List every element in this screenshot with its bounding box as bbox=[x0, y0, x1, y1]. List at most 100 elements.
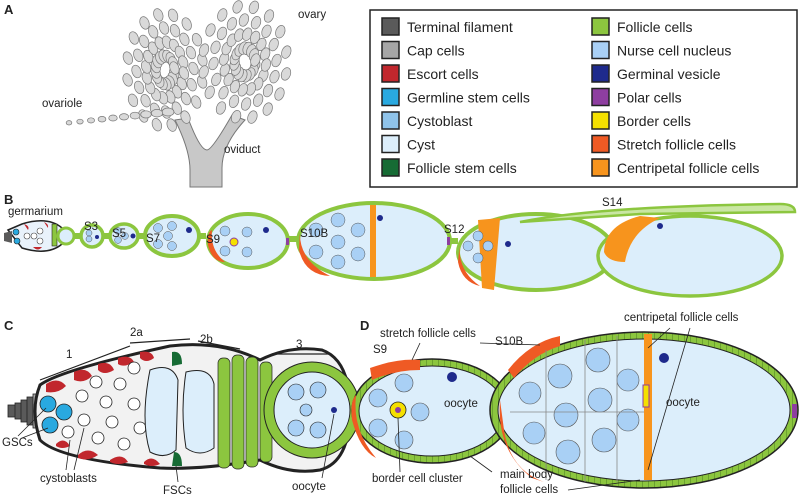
ovariole-segment bbox=[250, 16, 262, 30]
ovariole-segment bbox=[230, 110, 242, 124]
region-label: 2a bbox=[130, 327, 143, 339]
ovariole-segment bbox=[248, 0, 260, 14]
legend-swatch bbox=[591, 158, 610, 177]
cystoblasts-group bbox=[61, 361, 147, 451]
legend-label: Nurse cell nucleus bbox=[617, 43, 731, 59]
ovariole-segment bbox=[176, 76, 187, 91]
ovariole-segment bbox=[181, 17, 192, 31]
ovariole-segment bbox=[119, 113, 129, 121]
ovariole-segment bbox=[191, 95, 202, 109]
ovariole-segment bbox=[87, 117, 95, 124]
ovariole-segment bbox=[167, 8, 179, 22]
ovariole-segment bbox=[133, 80, 145, 95]
ovariole-segment bbox=[228, 94, 240, 108]
s9-detail-label: S9 bbox=[373, 344, 387, 356]
ovariole-segment bbox=[238, 13, 250, 27]
legend-label: Terminal filament bbox=[407, 19, 513, 35]
panel-d-letter: D bbox=[360, 318, 369, 333]
ovariole-segment bbox=[260, 47, 271, 61]
ovariole-segment bbox=[281, 45, 292, 59]
ovariole-segment bbox=[188, 61, 199, 76]
ovariole-segment bbox=[129, 111, 141, 120]
germarium-b bbox=[4, 220, 76, 252]
ovariole-segment bbox=[65, 120, 73, 126]
legend-swatch bbox=[591, 17, 610, 36]
oviduct-label: oviduct bbox=[224, 144, 261, 156]
ovariole-segment bbox=[275, 25, 286, 39]
stage-label: S9 bbox=[206, 234, 220, 246]
legend-swatch bbox=[381, 40, 400, 60]
ovariole-segment bbox=[250, 53, 261, 67]
ovariole-segment bbox=[252, 93, 264, 107]
ovariole-segment bbox=[97, 116, 107, 123]
legend-label: Polar cells bbox=[617, 90, 682, 106]
ovary-label: ovary bbox=[298, 9, 326, 21]
stage-label: S3 bbox=[84, 221, 98, 233]
legend-swatch bbox=[591, 87, 610, 107]
ovariole-segment bbox=[169, 24, 181, 38]
ovariole-segment bbox=[263, 9, 275, 23]
ovariole-segment bbox=[153, 8, 164, 22]
germarium-detail bbox=[7, 343, 361, 473]
follicle-cells-2b bbox=[217, 354, 273, 470]
ovariole-segment bbox=[271, 53, 282, 68]
stage-label: S10B bbox=[300, 228, 328, 240]
ovariole-segment bbox=[274, 87, 285, 101]
germarium-label: germarium bbox=[8, 206, 63, 218]
legend-swatch bbox=[381, 134, 400, 154]
ovariole-segment bbox=[210, 40, 221, 54]
legend-label: Follicle stem cells bbox=[407, 160, 517, 176]
ovariole-segment bbox=[198, 65, 209, 79]
ovariole-segment bbox=[262, 102, 273, 116]
ovariole-segment bbox=[229, 79, 241, 94]
oocyte-s9-label: oocyte bbox=[444, 398, 478, 410]
ovariole-segment bbox=[240, 97, 252, 111]
ovariole-segment bbox=[216, 26, 228, 41]
legend-swatch bbox=[381, 111, 400, 130]
ovariole-segment bbox=[122, 51, 134, 65]
ovariole-segment bbox=[232, 0, 243, 14]
ovariole-segment bbox=[198, 43, 210, 57]
ovariole-segment bbox=[185, 45, 197, 60]
legend-label: Germinal vesicle bbox=[617, 66, 721, 82]
ovariole-segment bbox=[133, 48, 144, 62]
panel-a-letter: A bbox=[4, 2, 14, 17]
egg-chamber-s5 bbox=[103, 222, 140, 250]
ovariole-segment bbox=[191, 33, 203, 47]
ovariole-segment bbox=[128, 31, 139, 45]
ovariole-segment bbox=[169, 61, 180, 75]
egg-chamber-s10b-small bbox=[289, 201, 452, 281]
panel-c-letter: C bbox=[4, 318, 14, 333]
gscs-label: GSCs bbox=[2, 437, 33, 449]
region3-nurse-cells bbox=[287, 381, 327, 439]
ovariole-segment bbox=[180, 91, 192, 106]
legend-swatch bbox=[381, 87, 400, 107]
cystoblasts-label: cystoblasts bbox=[40, 473, 97, 485]
legend-swatch bbox=[381, 17, 400, 36]
legend-label: Cyst bbox=[407, 137, 435, 153]
stretch-follicle-label: stretch follicle cells bbox=[380, 328, 476, 340]
ovariole-segment bbox=[140, 110, 152, 119]
legend-swatch bbox=[591, 64, 610, 83]
ovariole-segment bbox=[186, 78, 197, 92]
ovariole-strand bbox=[65, 107, 175, 126]
ovary-right-lobe bbox=[198, 0, 292, 124]
ovariole-segment bbox=[166, 118, 177, 132]
centripetal-follicle-label: centripetal follicle cells bbox=[624, 312, 739, 324]
ovariole-segment bbox=[76, 118, 84, 125]
legend-label: Follicle cells bbox=[617, 19, 692, 35]
ovariole-segment bbox=[268, 37, 279, 52]
legend-label: Centripetal follicle cells bbox=[617, 160, 759, 176]
ovariole-segment bbox=[261, 24, 272, 38]
region-label: 2b bbox=[200, 334, 213, 346]
ovariole-segment bbox=[208, 56, 219, 71]
ovariole-segment bbox=[262, 83, 274, 98]
legend-label: Cystoblast bbox=[407, 113, 472, 129]
ovary-left-lobe bbox=[122, 8, 208, 132]
legend-label: Stretch follicle cells bbox=[617, 137, 736, 153]
ovariole-segment bbox=[226, 17, 238, 31]
